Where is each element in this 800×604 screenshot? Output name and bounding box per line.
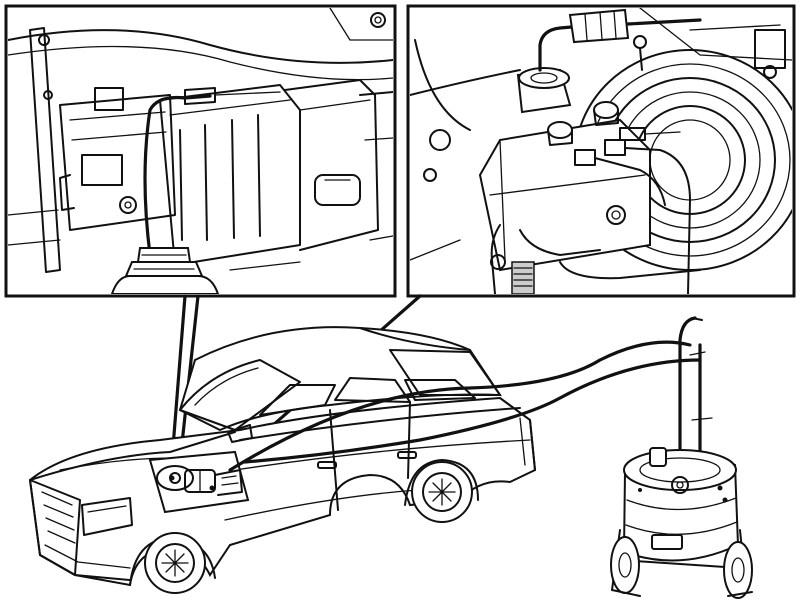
left-detail-inset [4,4,397,298]
right-detail-inset [406,4,796,298]
hatched-grommet [511,261,535,294]
engine-bay-cutaway [148,450,250,514]
bleeder-hose [228,340,702,472]
sedan-car-icon [28,326,537,594]
fluid-bottle-icon [110,247,220,294]
brake-bleeder-unit-icon [610,316,753,599]
